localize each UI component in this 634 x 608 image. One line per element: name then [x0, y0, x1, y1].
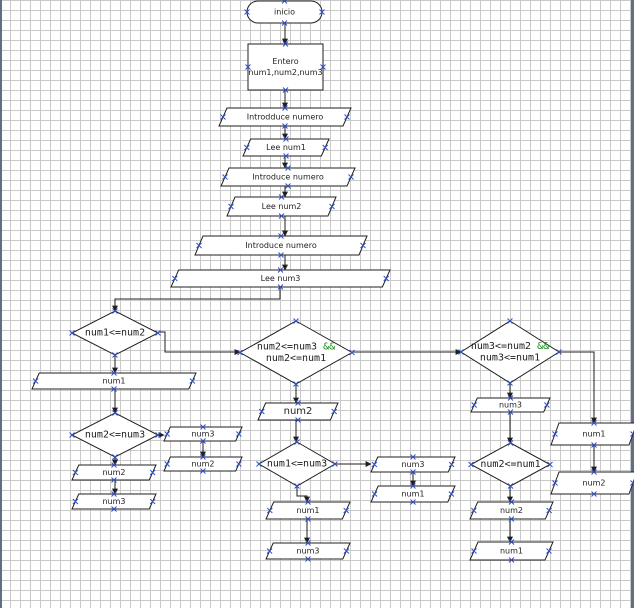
- flow-node-label: num1: [102, 377, 125, 386]
- flow-node-shape[interactable]: [170, 269, 391, 288]
- flow-node-shape[interactable]: [71, 493, 157, 510]
- flow-node-a_num3[interactable]: num3: [163, 424, 243, 444]
- flow-node-c_num3[interactable]: num3: [470, 395, 551, 415]
- flow-node-shape[interactable]: [220, 167, 356, 187]
- flow-node-d1b[interactable]: num2<=num3: [69, 410, 161, 460]
- flow-node-d2[interactable]: num2<=num3 &&num2<=num1: [237, 318, 355, 387]
- flow-node-label: num2<=num3 &&: [257, 341, 335, 352]
- flow-node-lee2[interactable]: Lee num2: [226, 194, 337, 219]
- flow-node-a_num2b[interactable]: num2: [163, 454, 243, 474]
- flow-node-label: num1,num2,num3: [248, 68, 322, 77]
- flow-node-b_num3[interactable]: num3: [370, 454, 456, 475]
- flow-node-label: num3: [296, 547, 319, 556]
- flow-node-label: num2<=num1: [266, 353, 326, 364]
- flow-node-shape[interactable]: [370, 456, 456, 473]
- flow-node-label: Lee num1: [266, 143, 306, 152]
- flow-node-label: num3: [499, 401, 522, 410]
- flow-node-a_num3b[interactable]: num3: [71, 491, 157, 512]
- flow-node-label: num1: [401, 490, 424, 499]
- flow-node-c_num1r[interactable]: num1: [550, 420, 634, 448]
- flow-node-label: num2: [582, 479, 605, 488]
- flow-node-shape[interactable]: [265, 501, 351, 520]
- flow-node-lee3[interactable]: Lee num3: [170, 267, 391, 290]
- flow-node-shape[interactable]: [194, 235, 368, 256]
- flow-node-shape[interactable]: [469, 501, 554, 520]
- flow-node-label: Entero: [272, 57, 298, 66]
- flow-edge: [296, 486, 310, 503]
- flow-node-label: num1: [296, 506, 319, 515]
- flow-node-shape[interactable]: [265, 542, 351, 560]
- flow-node-d2b[interactable]: num1<=num3: [256, 439, 338, 489]
- flowchart-edges: [112, 23, 597, 544]
- flow-node-label: Introdduce numero: [247, 113, 324, 122]
- flow-node-shape[interactable]: [218, 107, 352, 127]
- flow-node-shape[interactable]: [550, 471, 634, 495]
- flow-node-d3[interactable]: num3<=num2 &&num3<=num1: [458, 318, 562, 386]
- flow-node-c_num2r[interactable]: num2: [550, 469, 634, 497]
- flow-edge: [158, 331, 241, 355]
- flow-node-entero[interactable]: Entero num1,num2,num3: [245, 41, 326, 93]
- flow-node-d1[interactable]: num1<=num2: [69, 308, 161, 358]
- flow-node-label: num3<=num1: [480, 353, 540, 364]
- flow-node-shape[interactable]: [470, 397, 551, 413]
- flow-node-label: num3: [191, 430, 214, 439]
- flow-node-a_num2[interactable]: num2: [71, 462, 157, 483]
- flow-node-label: Introduce numero: [252, 173, 324, 182]
- flow-node-label: inicio: [274, 8, 295, 17]
- flow-node-intro3[interactable]: Introduce numero: [194, 233, 368, 258]
- flow-node-label: num1: [500, 547, 523, 556]
- flow-node-b_num1[interactable]: num1: [265, 499, 351, 522]
- flow-node-shape[interactable]: [163, 456, 243, 472]
- flow-node-label: num3: [401, 460, 424, 469]
- flow-node-shape[interactable]: [550, 422, 634, 446]
- flow-node-label: num2<=num1: [480, 459, 540, 470]
- flow-node-label: num2: [284, 406, 313, 417]
- flow-node-b_num1b[interactable]: num1: [370, 483, 456, 505]
- flow-node-d3b[interactable]: num2<=num1: [468, 440, 553, 489]
- flow-node-label: Lee num3: [261, 274, 301, 283]
- flow-node-intro1[interactable]: Introdduce numero: [218, 105, 352, 129]
- flow-edge: [559, 351, 597, 424]
- flow-node-shape[interactable]: [257, 402, 339, 421]
- flow-node-label: num1<=num2: [85, 328, 145, 339]
- flow-node-a_num1[interactable]: num1: [31, 370, 197, 392]
- flow-node-inicio[interactable]: inicio: [244, 0, 325, 26]
- flow-node-label: num3: [102, 497, 125, 506]
- flow-edge: [112, 287, 281, 312]
- flow-node-label: num2: [500, 506, 523, 515]
- flow-node-shape[interactable]: [163, 426, 243, 442]
- canvas-left-border: [0, 0, 2, 608]
- flow-node-shape[interactable]: [71, 464, 157, 481]
- flow-node-intro2[interactable]: Introduce numero: [220, 165, 356, 189]
- flow-node-b_num3b[interactable]: num3: [265, 540, 351, 562]
- flow-node-lee1[interactable]: Lee num1: [242, 136, 330, 159]
- flow-node-label: num2: [102, 468, 125, 477]
- flow-node-b_num2[interactable]: num2: [257, 400, 339, 423]
- flow-node-label: num1<=num3: [267, 459, 327, 470]
- flow-node-label: Introduce numero: [245, 241, 317, 250]
- flow-node-shape[interactable]: [370, 485, 456, 503]
- flow-node-shape[interactable]: [242, 138, 330, 157]
- flow-node-label: num3<=num2 &&: [471, 341, 549, 352]
- flow-node-shape[interactable]: [469, 541, 554, 561]
- flow-node-shape[interactable]: [31, 372, 197, 390]
- flow-node-label: Lee num2: [262, 202, 302, 211]
- canvas-scrollbar[interactable]: [631, 0, 634, 608]
- flow-node-label: num1: [582, 430, 605, 439]
- flow-node-label: num2<=num3: [85, 430, 145, 441]
- flow-node-c_num2[interactable]: num2: [469, 499, 554, 522]
- flow-node-shape[interactable]: [226, 196, 337, 217]
- flow-node-label: num2: [191, 460, 214, 469]
- flow-node-shape[interactable]: [247, 43, 324, 91]
- flow-node-c_num1[interactable]: num1: [469, 539, 554, 563]
